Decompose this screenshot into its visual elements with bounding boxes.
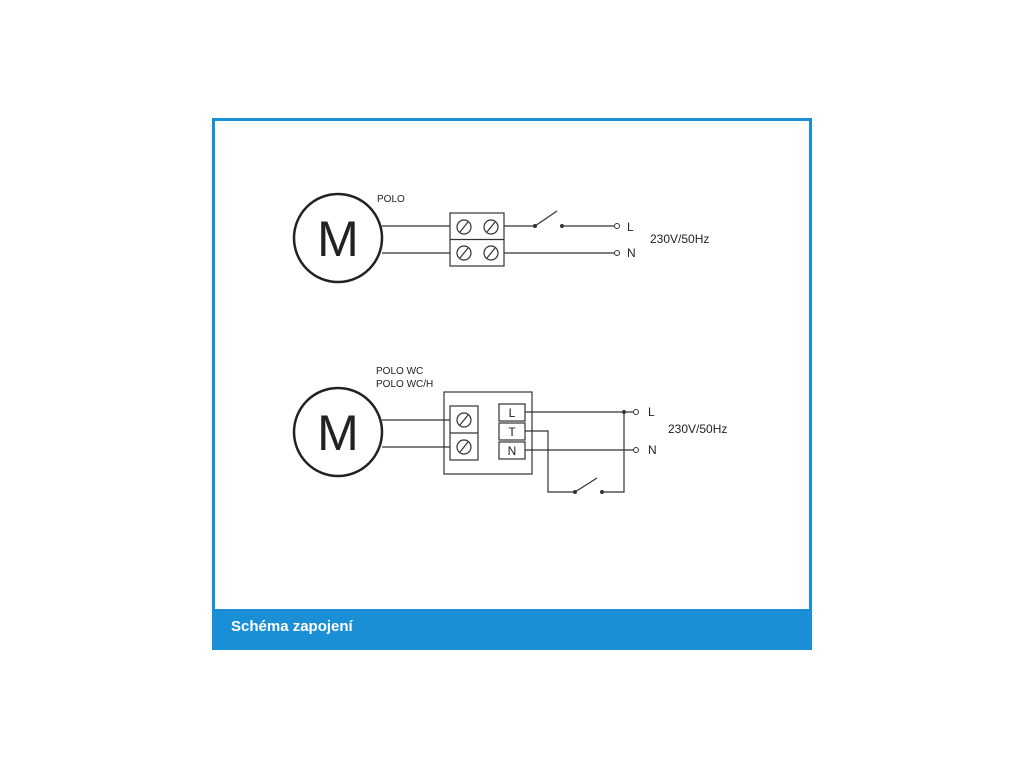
caption-bar: Schéma zapojení <box>215 609 809 647</box>
diagram-polo-wc: M POLO WC POLO WC/H L T N <box>292 366 727 494</box>
model-label: POLO WC <box>376 366 423 377</box>
motor-letter: M <box>317 405 359 461</box>
terminal-point <box>633 447 639 453</box>
wire-trigger <box>525 430 575 493</box>
motor-symbol <box>292 386 384 478</box>
model-label: POLO <box>377 194 405 205</box>
motor-letter: M <box>317 211 359 267</box>
terminal-point <box>614 223 620 229</box>
terminal-point <box>633 409 639 415</box>
screw-icon <box>483 245 499 261</box>
neutral-label: N <box>648 443 657 457</box>
terminal-l-label: L <box>509 406 516 420</box>
screw-icon <box>456 412 472 428</box>
wire-switch-feed <box>602 412 625 493</box>
caption-title: Schéma zapojení <box>231 618 353 635</box>
switch-icon <box>534 210 558 227</box>
terminal-point <box>614 250 620 256</box>
line-label: L <box>627 220 634 234</box>
neutral-label: N <box>627 246 636 260</box>
diagram-polo: M POLO L N 230V/50Hz <box>292 192 709 284</box>
screw-icon <box>456 245 472 261</box>
supply-label: 230V/50Hz <box>668 422 727 436</box>
motor-symbol <box>292 192 384 284</box>
line-label: L <box>648 405 655 419</box>
screw-icon <box>456 439 472 455</box>
screw-icon <box>483 219 499 235</box>
model-label: POLO WC/H <box>376 379 433 390</box>
terminal-t-label: T <box>508 425 516 439</box>
switch-icon <box>574 477 598 493</box>
screw-icon <box>456 219 472 235</box>
supply-label: 230V/50Hz <box>650 232 709 246</box>
terminal-n-label: N <box>508 444 517 458</box>
